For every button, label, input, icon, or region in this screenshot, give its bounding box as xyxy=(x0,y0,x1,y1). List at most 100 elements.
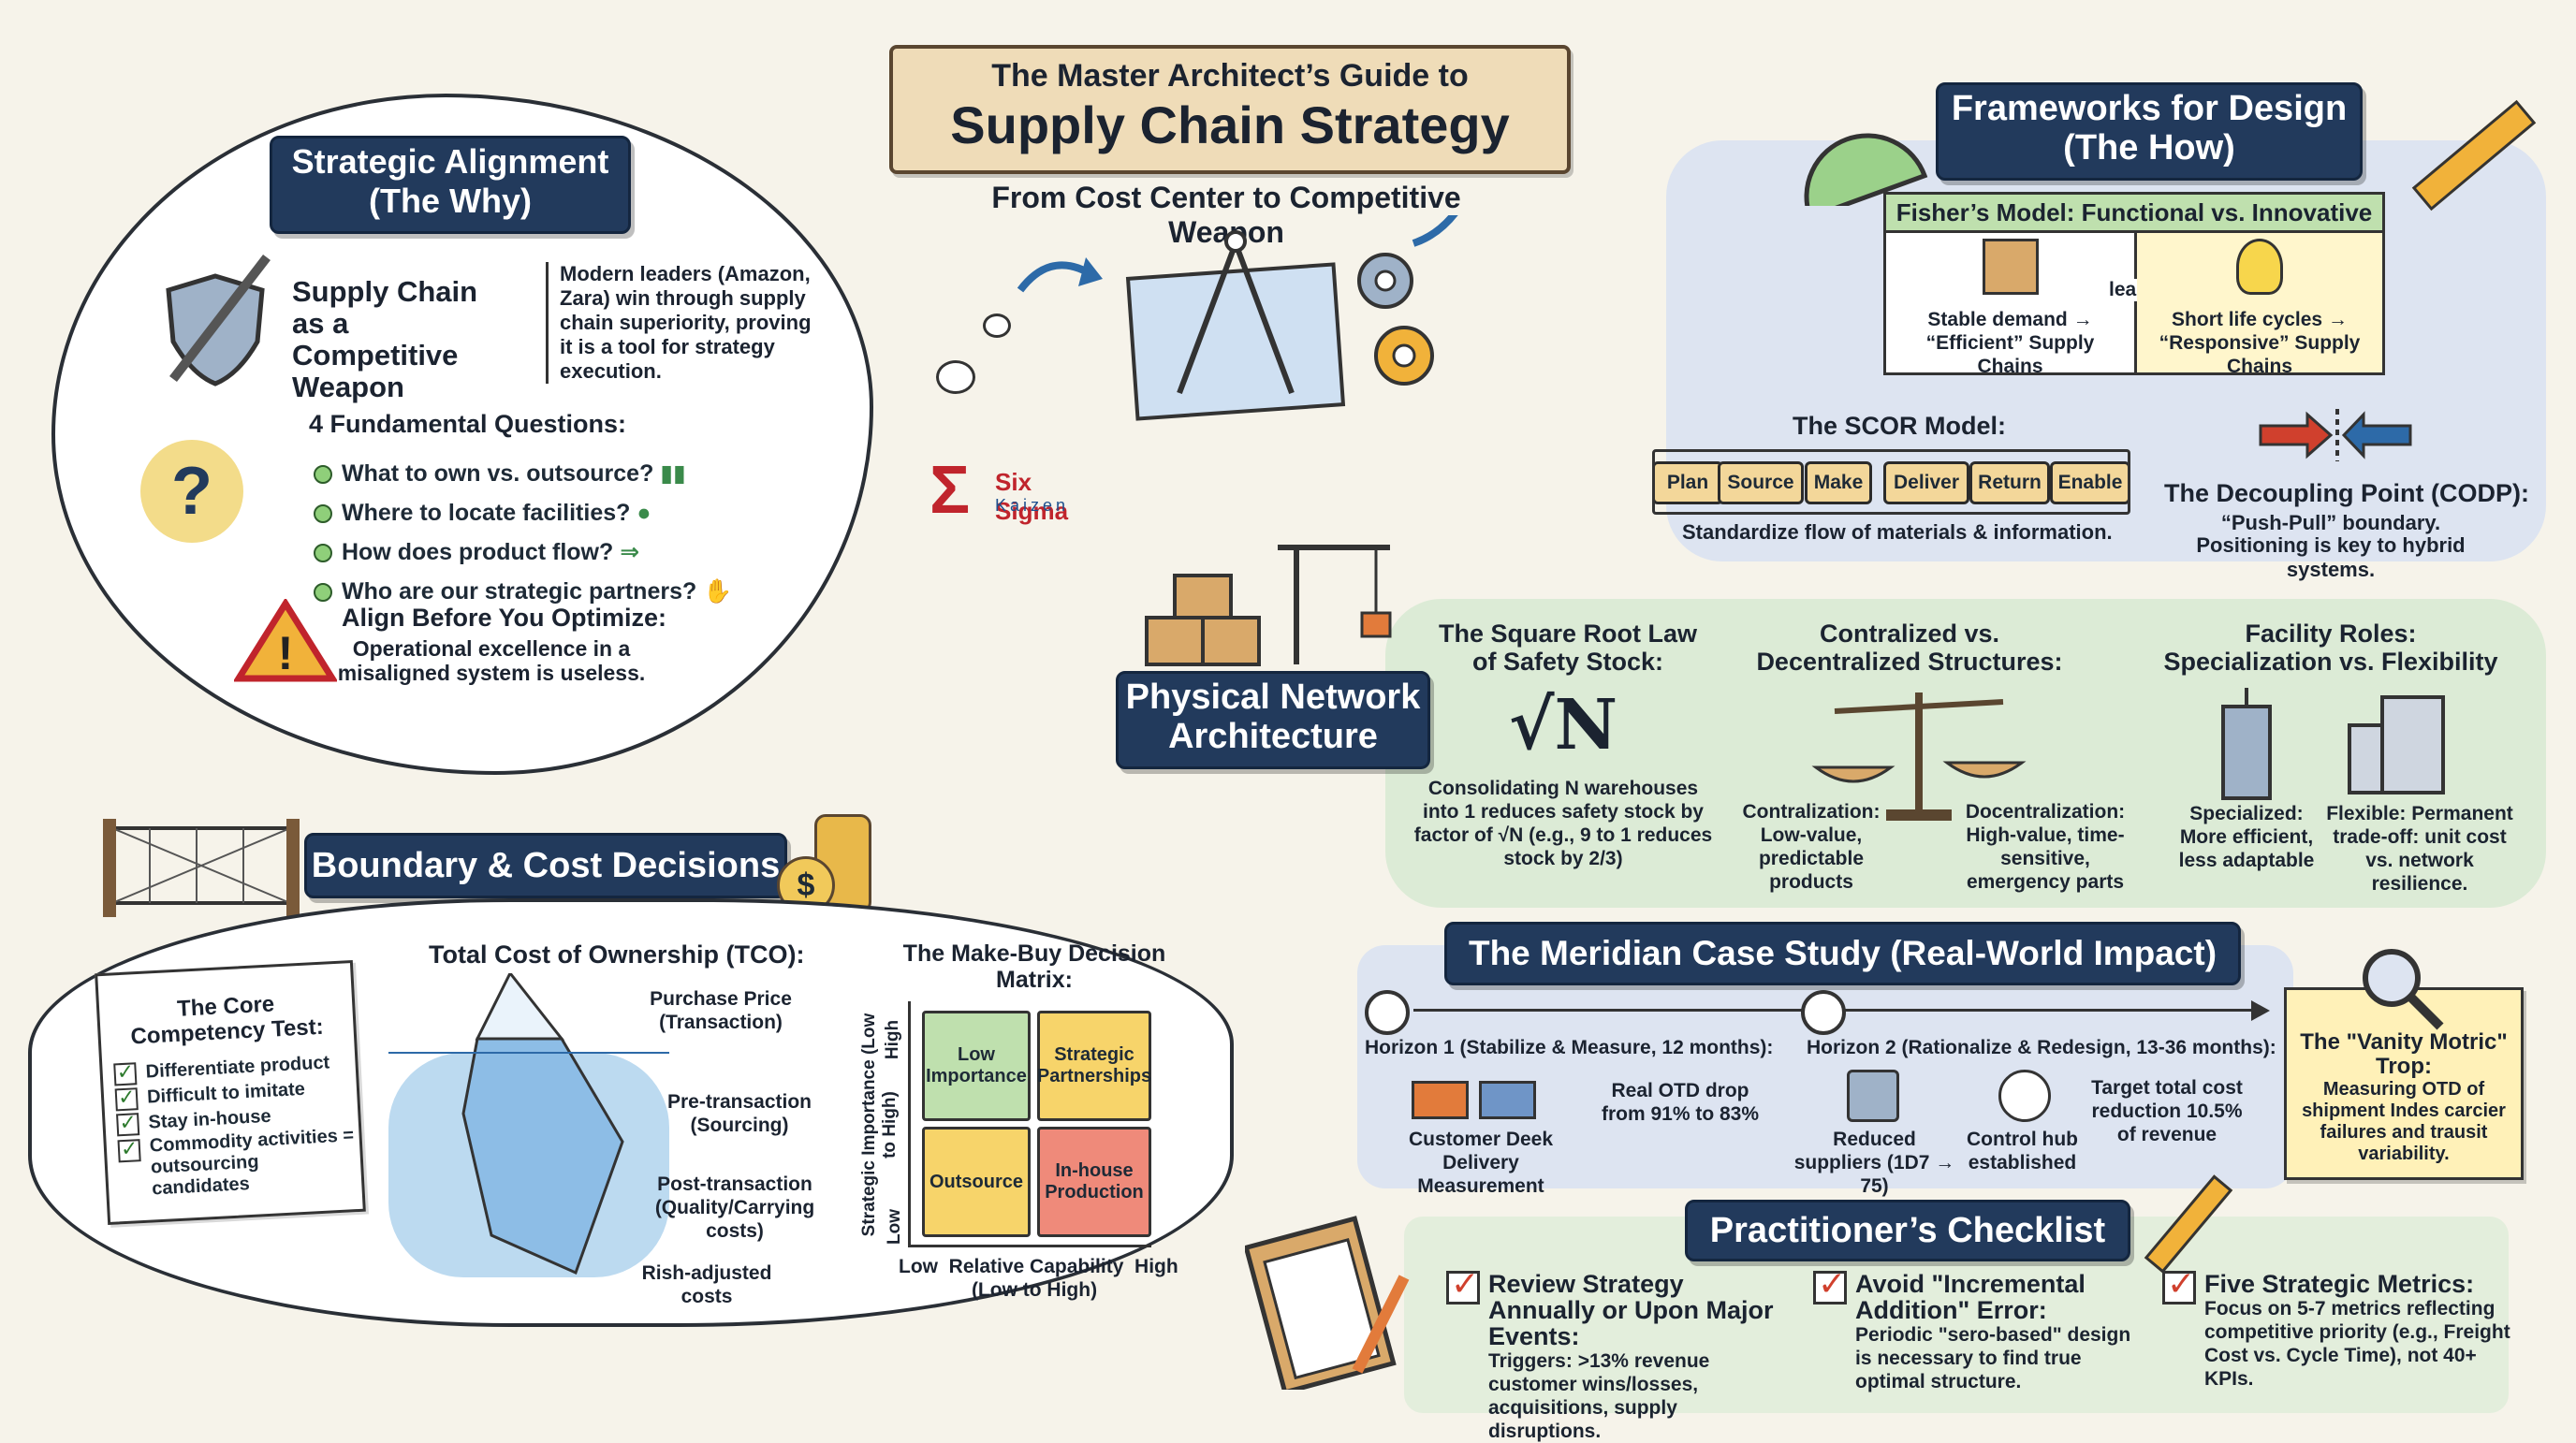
vanity-metric-note: The "Vanity Motric" Trop: Measuring OTD … xyxy=(2284,987,2524,1180)
weapon-title: Supply Chain as a Competitive Weapon xyxy=(292,275,478,403)
horizon1-stat: Real OTD drop from 91% to 83% xyxy=(1601,1080,1760,1125)
page-subtitle: From Cost Center to Competitive Weapon xyxy=(991,181,1461,249)
network-banner-line2: Architecture xyxy=(1168,717,1378,756)
checklist-item-title: Five Strategic Metrics: xyxy=(2204,1270,2475,1298)
logo-line1: Six Sigma xyxy=(995,468,1069,525)
question-item: How does product flow? ⇒ xyxy=(314,532,732,572)
tco-label-post: Post-transaction (Quality/Carrying costs… xyxy=(654,1173,815,1242)
matrix-x-label: Low Relative Capability High xyxy=(899,1256,1178,1277)
checklist-item-text: Periodic "sero-based" design is necessar… xyxy=(1855,1324,2131,1392)
tco-title: Total Cost of Ownership (TCO): xyxy=(429,940,805,969)
question-mark-icon: ? xyxy=(140,440,243,543)
matrix-x-axis-line xyxy=(908,1245,1151,1247)
warning-text: Operational excellence in a misaligned s… xyxy=(337,636,646,685)
scor-step-source: Source xyxy=(1718,461,1804,504)
question-item: What to own vs. outsource? ▮▮ xyxy=(314,454,732,493)
hub-icon xyxy=(1998,1070,2051,1122)
sqrt-title: The Square Root Law of Safety Stock: xyxy=(1438,619,1698,676)
checklist-item: Five Strategic Metrics: Focus on 5-7 met… xyxy=(2162,1264,2518,1391)
matrix-cell-strategic-partnerships: Strategic Partnerships xyxy=(1037,1011,1151,1121)
scor-step-enable: Enable xyxy=(2050,461,2130,504)
fisher-left-cell: Stable demand → “Efficient” Supply Chain… xyxy=(1886,233,2137,377)
check-icon xyxy=(2162,1264,2196,1305)
timeline-arrowhead xyxy=(2251,1000,2270,1021)
checklist-item-text: Focus on 5-7 metrics reflecting competit… xyxy=(2204,1298,2510,1390)
checklist-item-title: Avoid "Incremental Addition" Error: xyxy=(1855,1270,2086,1324)
facility-title: Facility Roles: Specialization vs. Flexi… xyxy=(2163,619,2498,676)
truck-body xyxy=(1412,1081,1469,1119)
question-item-text: Who are our strategic partners? xyxy=(342,578,697,605)
clock-icon xyxy=(1801,990,1846,1035)
network-banner: Physical Network Architecture xyxy=(1116,671,1430,769)
matrix-cell-outsource: Outsource xyxy=(922,1127,1031,1237)
magnifier-icon xyxy=(2363,949,2444,1030)
push-pull-arrows-icon xyxy=(2259,409,2412,461)
alignment-banner-line2: (The Why) xyxy=(369,182,532,220)
alignment-banner: Strategic Alignment (The Why) xyxy=(270,136,631,234)
frameworks-banner-line1: Frameworks for Design xyxy=(1951,89,2348,128)
weapon-text: Modern leaders (Amazon, Zara) win throug… xyxy=(546,262,812,384)
matrix-y-high: High xyxy=(883,1019,903,1060)
matrix-cell-in-house: In-house Production xyxy=(1037,1127,1151,1237)
core-title: The Core Competency Test: xyxy=(129,991,325,1050)
page-title: Supply Chain Strategy xyxy=(950,95,1510,154)
fisher-model-box: Fisher’s Model: Functional vs. Innovativ… xyxy=(1883,192,2385,377)
clock-icon xyxy=(1365,990,1410,1035)
sigma-icon: Σ xyxy=(929,453,971,528)
codp-title: The Decoupling Point (CODP): xyxy=(2164,479,2529,507)
shield-sword-icon xyxy=(166,254,271,386)
scor-step-make: Make xyxy=(1805,461,1872,504)
facility-right-text: Flexible: Permanent trade-off: unit cost… xyxy=(2326,803,2513,895)
lightbulb-icon xyxy=(2236,239,2283,295)
thought-bubble xyxy=(983,313,1011,338)
core-item-text: Commodity activities = outsourcing candi… xyxy=(149,1125,355,1200)
questions-title: 4 Fundamental Questions: xyxy=(309,410,627,438)
title-line1: The Master Architect’s Guide to xyxy=(991,58,1469,94)
central-title: Contralized vs. Decentralized Structures… xyxy=(1756,619,2063,676)
warning-icon: ! xyxy=(234,599,337,682)
horizon2-target: Target total cost reduction 10.5% of rev… xyxy=(2091,1077,2243,1145)
network-banner-line1: Physical Network xyxy=(1125,678,1421,717)
central-left-text: Contralization: Low-value, predictable p… xyxy=(1742,801,1881,893)
facility-left-text: Specialized: More efficient, less adapta… xyxy=(2178,803,2315,871)
tco-label-pre: Pre-transaction (Sourcing) xyxy=(666,1091,812,1136)
blueprint-compass-illustration xyxy=(1017,215,1458,421)
case-banner: The Meridian Case Study (Real-World Impa… xyxy=(1444,922,2241,985)
matrix-title: The Make-Buy Decision Matrix: xyxy=(902,940,1166,993)
horizon2-title: Horizon 2 (Rationalize & Redesign, 13-36… xyxy=(1807,1037,2276,1058)
sqrt-symbol: √N xyxy=(1508,685,1618,765)
truck-body xyxy=(1479,1081,1536,1119)
matrix-cell-low-importance: Low Importance xyxy=(922,1011,1031,1121)
sqrt-text: Consolidating N warehouses into 1 reduce… xyxy=(1413,778,1713,869)
codp-text2: Positioning is key to hybrid systems. xyxy=(2196,533,2466,581)
title-banner: The Master Architect’s Guide to Supply C… xyxy=(889,45,1571,174)
fisher-left-text: Stable demand → “Efficient” Supply Chain… xyxy=(1925,309,2095,377)
central-right-text: Docentralization: High-value, time-sensi… xyxy=(1965,801,2126,893)
matrix-y-axis-line xyxy=(908,1001,911,1245)
check-icon xyxy=(1813,1264,1847,1305)
scor-title: The SCOR Model: xyxy=(1793,412,2006,440)
frameworks-banner-line2: (The How) xyxy=(2063,128,2235,168)
checklist-banner: Practitioner’s Checklist xyxy=(1685,1200,2130,1261)
questions-list: What to own vs. outsource? ▮▮ Where to l… xyxy=(314,454,732,611)
logo-line2: Kaizen xyxy=(995,496,1070,515)
horizon2-suppliers: Reduced suppliers (1D7 → 75) xyxy=(1793,1129,1955,1197)
fisher-right-cell: Short life cycles → “Responsive” Supply … xyxy=(2137,233,2382,377)
horizon2-hub: Control hub established xyxy=(1967,1129,2078,1173)
horizon1-icon-label: Customer Deek Delivery Measurement xyxy=(1408,1129,1554,1197)
fisher-right-text: Short life cycles → “Responsive” Supply … xyxy=(2159,309,2361,377)
clipboard-icon xyxy=(1245,1216,1410,1390)
box-icon xyxy=(1982,239,2039,295)
check-icon xyxy=(1446,1264,1480,1305)
core-list: Differentiate product Difficult to imita… xyxy=(102,1049,361,1202)
six-sigma-logo: Σ Six Sigma Kaizen xyxy=(929,457,1098,532)
iceberg-icon xyxy=(388,973,669,1277)
checklist-item-title: Review Strategy Annually or Upon Major E… xyxy=(1488,1270,1774,1350)
frameworks-banner: Frameworks for Design (The How) xyxy=(1936,82,2363,181)
matrix-x-sub: (Low to High) xyxy=(971,1279,1098,1301)
question-item: Who are our strategic partners? ✋ xyxy=(314,572,732,611)
vanity-title: The "Vanity Motric" Trop: xyxy=(2300,1029,2508,1079)
scor-step-deliver: Deliver xyxy=(1883,461,1969,504)
tco-label-risk: Rish-adjusted costs xyxy=(641,1262,772,1307)
question-item: Where to locate facilities? ● xyxy=(314,493,732,532)
